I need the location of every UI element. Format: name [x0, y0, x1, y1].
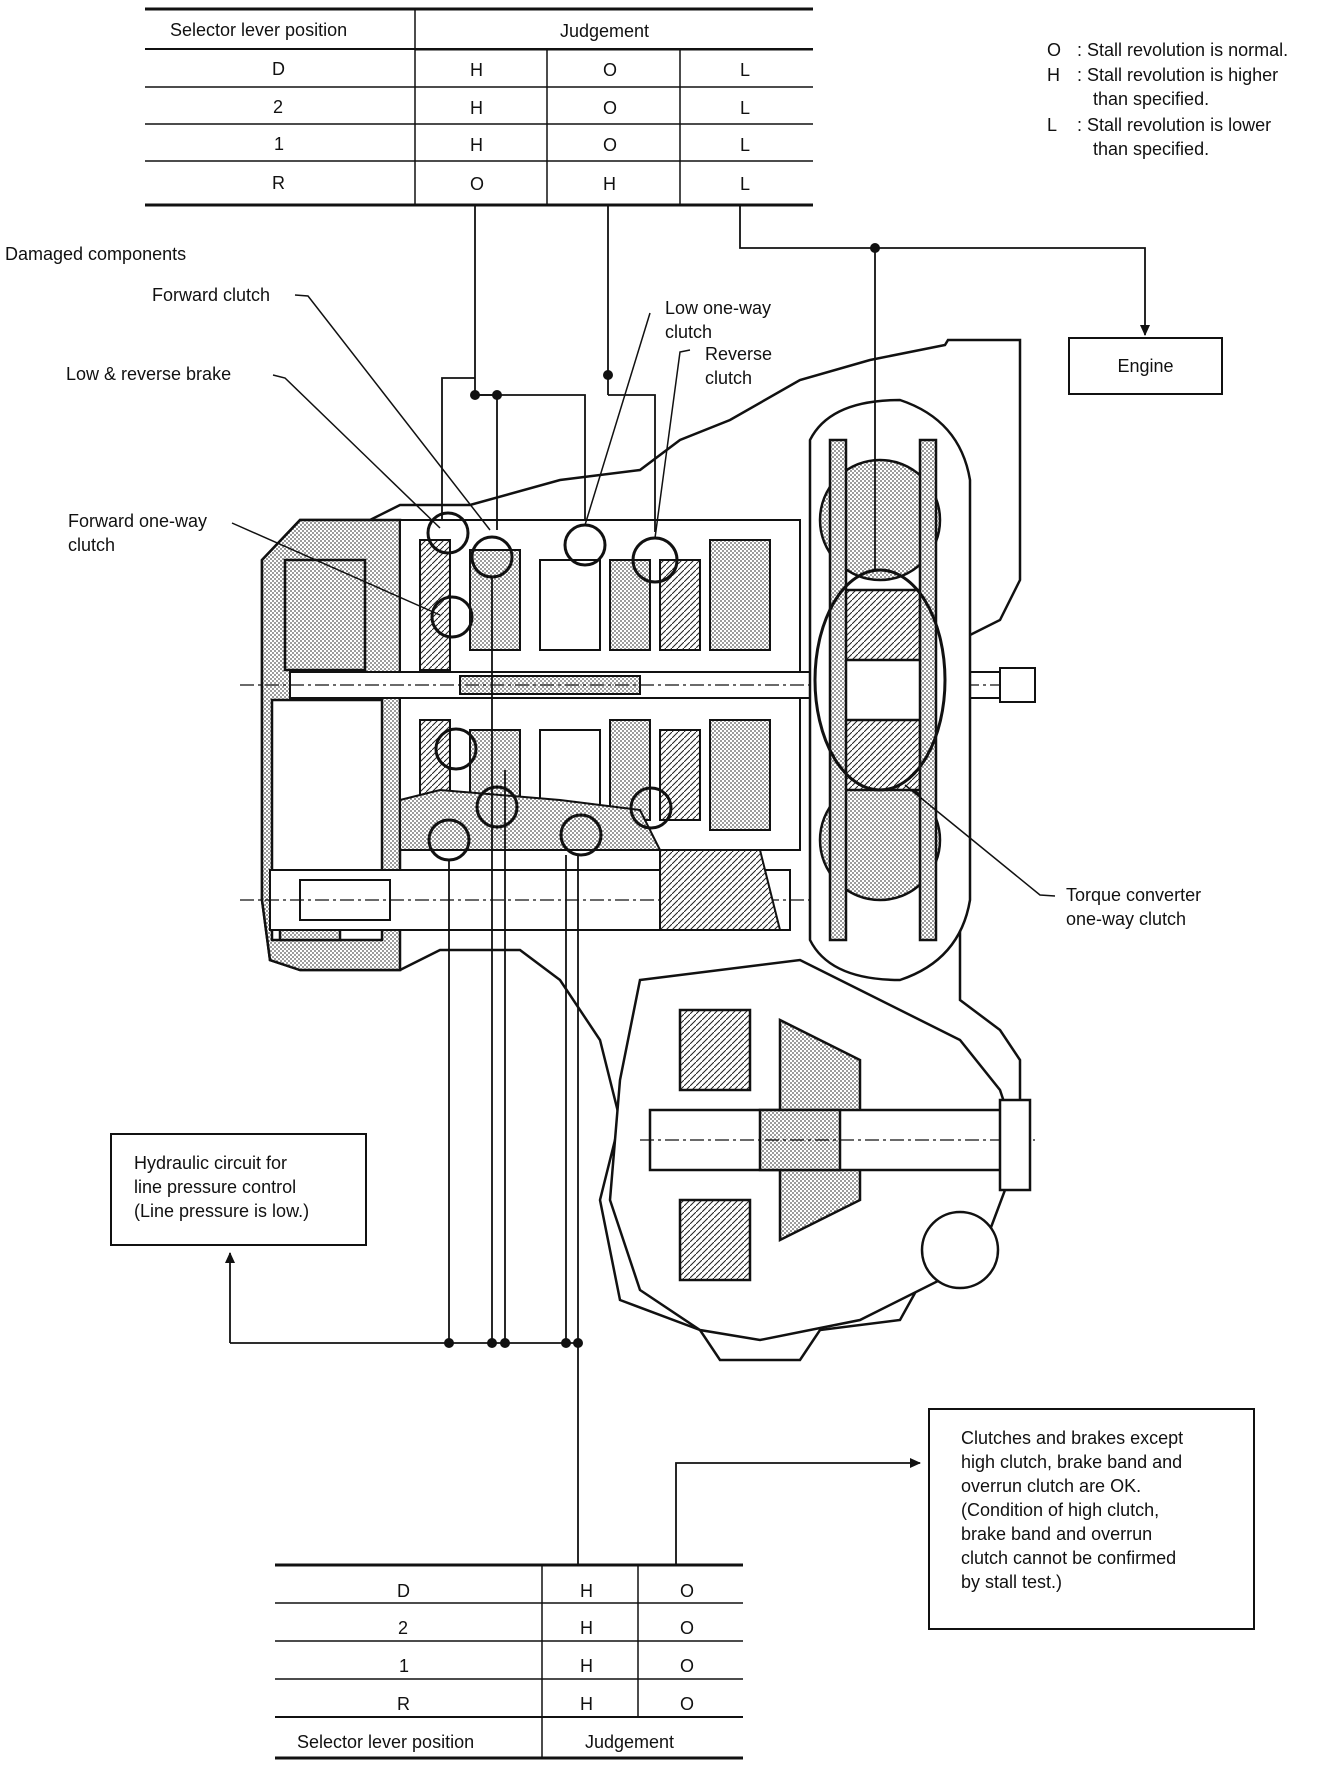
bottom-row-c1: H: [580, 1656, 593, 1676]
forward-one-way-label: Forward one-way: [68, 511, 208, 531]
legend-text: : Stall revolution is normal.: [1077, 40, 1289, 60]
engine-label: Engine: [1117, 356, 1174, 376]
clutches-line: (Condition of high clutch,: [961, 1500, 1160, 1520]
clutches-line: clutch cannot be confirmed: [961, 1548, 1177, 1568]
low-one-way-label: Low one-way: [665, 298, 772, 318]
damaged-components-label: Damaged components: [5, 244, 187, 264]
bottom-row-c2: O: [680, 1656, 695, 1676]
clutches-brakes-box: Clutches and brakes except high clutch, …: [928, 1408, 1255, 1630]
torque-converter: [808, 398, 972, 982]
reverse-clutch-label: Reverse: [705, 344, 773, 364]
output-shaft: [240, 849, 820, 931]
low-one-way-label-2: clutch: [665, 322, 713, 342]
legend-sym: O: [1047, 40, 1062, 60]
bottom-row-pos: 1: [399, 1656, 410, 1676]
bottom-row-pos: R: [397, 1694, 410, 1714]
legend-text-cont: than specified.: [1093, 139, 1210, 159]
hydraulic-line: Hydraulic circuit for: [134, 1153, 288, 1173]
bottom-row-c1: H: [580, 1581, 593, 1601]
bottom-footer-judgement: Judgement: [585, 1732, 675, 1752]
differential: [608, 958, 1035, 1342]
forward-one-way-label-2: clutch: [68, 535, 116, 555]
hydraulic-line: line pressure control: [134, 1177, 297, 1197]
legend-text: : Stall revolution is higher: [1077, 65, 1279, 85]
bottom-footer-position: Selector lever position: [297, 1732, 475, 1752]
bottom-row-c1: H: [580, 1694, 593, 1714]
top-row-c3: L: [740, 135, 751, 155]
top-header-judgement: Judgement: [560, 21, 650, 41]
hydraulic-circuit-box: Hydraulic circuit for line pressure cont…: [110, 1133, 367, 1246]
top-row-pos: R: [272, 173, 285, 193]
bottom-table-rules: [275, 1563, 743, 1760]
bottom-row-pos: 2: [398, 1618, 409, 1638]
top-table-rules: [145, 7, 813, 207]
top-row-c2: O: [603, 60, 618, 80]
top-row-c1: H: [470, 60, 483, 80]
clutches-line: high clutch, brake band and: [961, 1452, 1183, 1472]
clutches-line: Clutches and brakes except: [961, 1428, 1184, 1448]
legend-sym: H: [1047, 65, 1060, 85]
top-row-c1: H: [470, 98, 483, 118]
top-row-c3: L: [740, 98, 751, 118]
top-row-c1: O: [470, 174, 485, 194]
top-header-position: Selector lever position: [170, 20, 348, 40]
connection-lines: [225, 205, 1150, 1565]
forward-clutch-label: Forward clutch: [152, 285, 271, 305]
reverse-clutch-label-2: clutch: [705, 368, 753, 388]
legend-text-cont: than specified.: [1093, 89, 1210, 109]
bottom-row-c1: H: [580, 1618, 593, 1638]
junction-dots: [444, 243, 880, 1348]
top-row-c2: H: [603, 174, 616, 194]
top-row-c3: L: [740, 174, 751, 194]
bottom-row-pos: D: [397, 1581, 410, 1601]
top-row-c2: O: [603, 135, 618, 155]
low-reverse-brake-label: Low & reverse brake: [66, 364, 232, 384]
top-row-pos: 2: [273, 97, 284, 117]
top-row-pos: D: [272, 59, 285, 79]
engine-box: Engine: [1068, 337, 1223, 395]
bottom-row-c2: O: [680, 1694, 695, 1714]
clutches-line: brake band and overrun: [961, 1524, 1153, 1544]
clutches-line: by stall test.): [961, 1572, 1063, 1592]
bottom-row-c2: O: [680, 1618, 695, 1638]
legend-sym: L: [1047, 115, 1058, 135]
top-row-pos: 1: [274, 134, 285, 154]
hydraulic-line: (Line pressure is low.): [134, 1201, 310, 1221]
top-row-c3: L: [740, 60, 751, 80]
torque-converter-label-2: one-way clutch: [1066, 909, 1187, 929]
bottom-row-c2: O: [680, 1581, 695, 1601]
legend-text: : Stall revolution is lower: [1077, 115, 1272, 135]
top-row-c2: O: [603, 98, 618, 118]
clutches-line: overrun clutch are OK.: [961, 1476, 1142, 1496]
leader-lines: [231, 294, 1056, 897]
top-row-c1: H: [470, 135, 483, 155]
torque-converter-label: Torque converter: [1066, 885, 1202, 905]
